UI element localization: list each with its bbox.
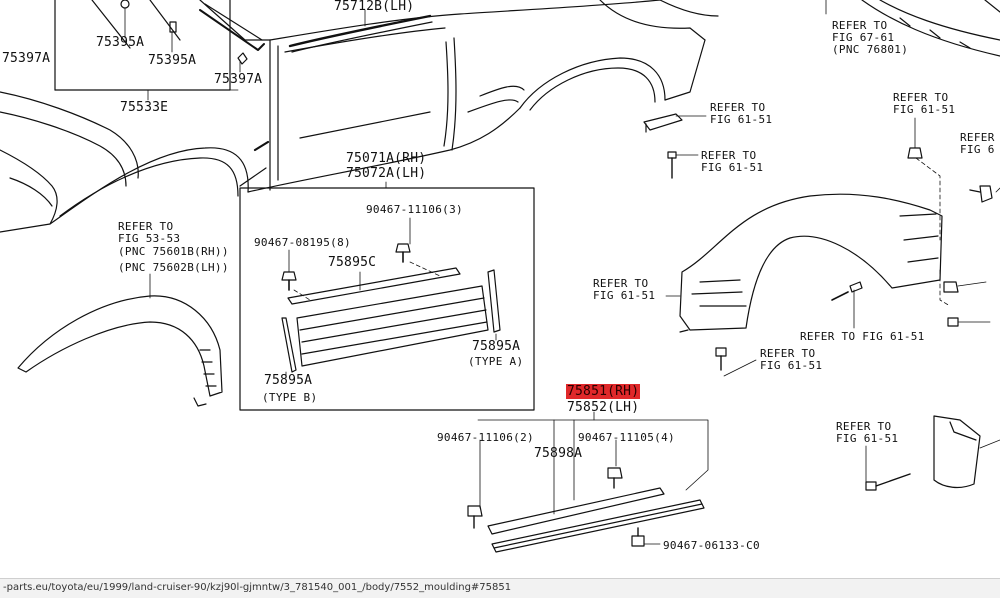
label-75071a[interactable]: 75071A(RH)	[346, 151, 427, 166]
refer-fig61-c-line2[interactable]: FIG 61-51	[893, 103, 956, 116]
refer-fig61-g-line1: REFER TO	[836, 420, 892, 433]
refer-fig61-g-line2[interactable]: FIG 61-51	[836, 432, 899, 445]
label-75851-highlighted[interactable]: 75851(RH)	[566, 384, 641, 399]
label-type-b: (TYPE B)	[262, 391, 318, 404]
status-url: -parts.eu/toyota/eu/1999/land-cruiser-90…	[3, 582, 512, 593]
label-90467-06133-c0[interactable]: 90467-06133-C0	[663, 539, 760, 552]
label-90467-11105-4[interactable]: 90467-11105(4)	[578, 431, 675, 444]
label-75895a-type-a[interactable]: 75895A	[472, 339, 521, 354]
refer-fig67-line3: (PNC 76801)	[832, 43, 909, 56]
label-90467-08195-8[interactable]: 90467-08195(8)	[254, 236, 351, 249]
vehicle-body-drawing	[0, 0, 719, 233]
clip-drawing-upper	[643, 113, 707, 179]
label-75712b[interactable]: 75712B(LH)	[334, 0, 415, 14]
refer-fig53-line4: (PNC 75602B(LH))	[118, 261, 229, 274]
label-75397a-right[interactable]: 75397A	[214, 72, 263, 87]
label-75895c[interactable]: 75895C	[328, 255, 377, 270]
mud-flap	[865, 415, 1000, 491]
refer-fig61-h-line1: REFER	[960, 131, 995, 144]
refer-fig61-f-line2[interactable]: FIG 61-51	[760, 359, 823, 372]
label-type-a: (TYPE A)	[468, 355, 524, 368]
front-fender-flare	[17, 273, 223, 407]
label-75397a-left[interactable]: 75397A	[2, 51, 51, 66]
refer-fig61-h-line2[interactable]: FIG 6	[960, 143, 995, 156]
label-90467-11106-2[interactable]: 90467-11106(2)	[437, 431, 534, 444]
refer-fig61-a-line1: REFER TO	[710, 101, 766, 114]
label-75895a-type-b[interactable]: 75895A	[264, 373, 313, 388]
refer-fig61-b-line2[interactable]: FIG 61-51	[701, 161, 764, 174]
refer-fig53-line1: REFER TO	[118, 220, 174, 233]
moulding-box-75071a	[239, 181, 535, 411]
refer-fig67-line1: REFER TO	[832, 19, 888, 32]
label-75533e[interactable]: 75533E	[120, 100, 169, 115]
refer-fig61-a-line2[interactable]: FIG 61-51	[710, 113, 773, 126]
moulding-75851-drawing	[467, 411, 709, 553]
label-75072a[interactable]: 75072A(LH)	[346, 166, 427, 181]
refer-fig53-line2[interactable]: FIG 53-53	[118, 232, 181, 245]
refer-fig53-line3: (PNC 75601B(RH))	[118, 245, 229, 258]
refer-fig61-d-line2[interactable]: FIG 61-51	[593, 289, 656, 302]
highlight-75851[interactable]: 75851(RH)	[566, 384, 641, 399]
refer-fig61-b-line1: REFER TO	[701, 149, 757, 162]
refer-fig61-f-line1: REFER TO	[760, 347, 816, 360]
label-75395a-2[interactable]: 75395A	[148, 53, 197, 68]
label-75898a[interactable]: 75898A	[534, 446, 583, 461]
refer-fig61-c-line1: REFER TO	[893, 91, 949, 104]
refer-fig61-d-line1: REFER TO	[593, 277, 649, 290]
rear-fender-flare	[665, 117, 1000, 377]
rear-body-drawing	[825, 0, 1000, 57]
browser-status-bar: -parts.eu/toyota/eu/1999/land-cruiser-90…	[0, 578, 1000, 598]
refer-fig67-line2[interactable]: FIG 67-61	[832, 31, 895, 44]
label-75852[interactable]: 75852(LH)	[567, 400, 640, 415]
label-90467-11106-3[interactable]: 90467-11106(3)	[366, 203, 463, 216]
label-75395a-1[interactable]: 75395A	[96, 35, 145, 50]
refer-fig61-e[interactable]: REFER TO FIG 61-51	[800, 330, 925, 343]
